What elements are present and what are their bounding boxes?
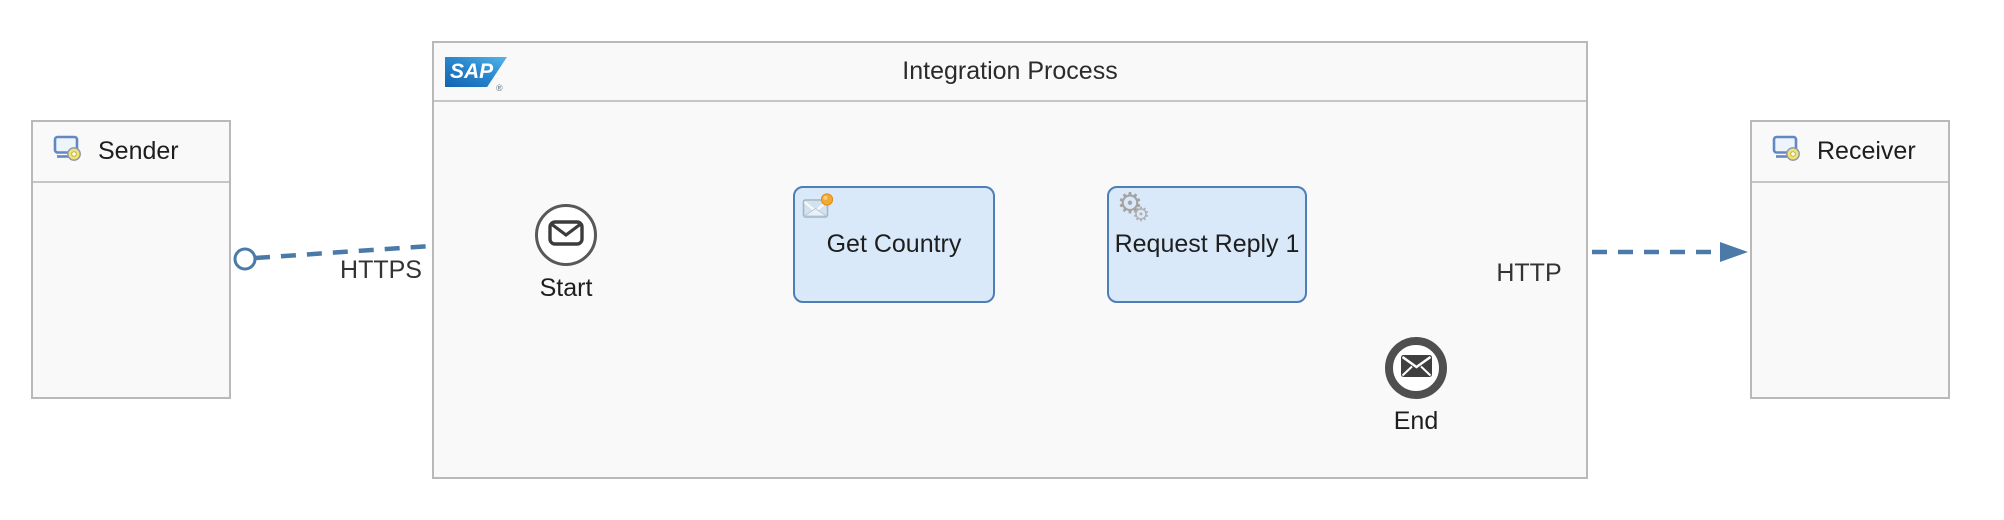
- task-request-reply-label: Request Reply 1: [1114, 230, 1300, 258]
- start-event[interactable]: [535, 204, 597, 266]
- receiver-header: Receiver: [1752, 122, 1948, 183]
- task-get-country-label: Get Country: [826, 230, 962, 258]
- sender-label: Sender: [98, 137, 179, 165]
- participant-receiver[interactable]: Receiver: [1750, 120, 1950, 399]
- pool-header: SAP ® Integration Process: [434, 43, 1586, 102]
- end-event[interactable]: [1385, 337, 1447, 399]
- participant-sender[interactable]: Sender: [31, 120, 231, 399]
- system-icon: [53, 135, 82, 168]
- content-modifier-icon: [802, 193, 834, 228]
- end-event-label: End: [1393, 407, 1439, 435]
- sender-header: Sender: [33, 122, 229, 183]
- task-get-country[interactable]: Get Country: [793, 186, 995, 303]
- sap-logo-registered-mark: ®: [496, 83, 503, 93]
- gear-icon: ⚙: [1117, 188, 1143, 220]
- sap-logo-text: SAP: [450, 60, 494, 83]
- receiver-label: Receiver: [1817, 137, 1916, 165]
- https-flow-label: HTTPS: [340, 256, 422, 284]
- http-flow-label: HTTP: [1496, 259, 1562, 287]
- start-event-label: Start: [539, 274, 593, 302]
- message-flow-https[interactable]: [254, 230, 534, 261]
- envelope-filled-icon: [1400, 354, 1432, 382]
- system-icon: [1772, 135, 1801, 168]
- gear-icon: ⚙: [1132, 204, 1150, 226]
- task-request-reply[interactable]: ⚙ ⚙ Request Reply 1: [1107, 186, 1307, 303]
- sender-connection-port[interactable]: [233, 247, 257, 271]
- integration-process-pool[interactable]: SAP ® Integration Process: [432, 41, 1588, 479]
- pool-title: Integration Process: [902, 57, 1118, 85]
- envelope-icon: [548, 219, 584, 251]
- request-reply-gears-icon: ⚙ ⚙: [1117, 186, 1161, 230]
